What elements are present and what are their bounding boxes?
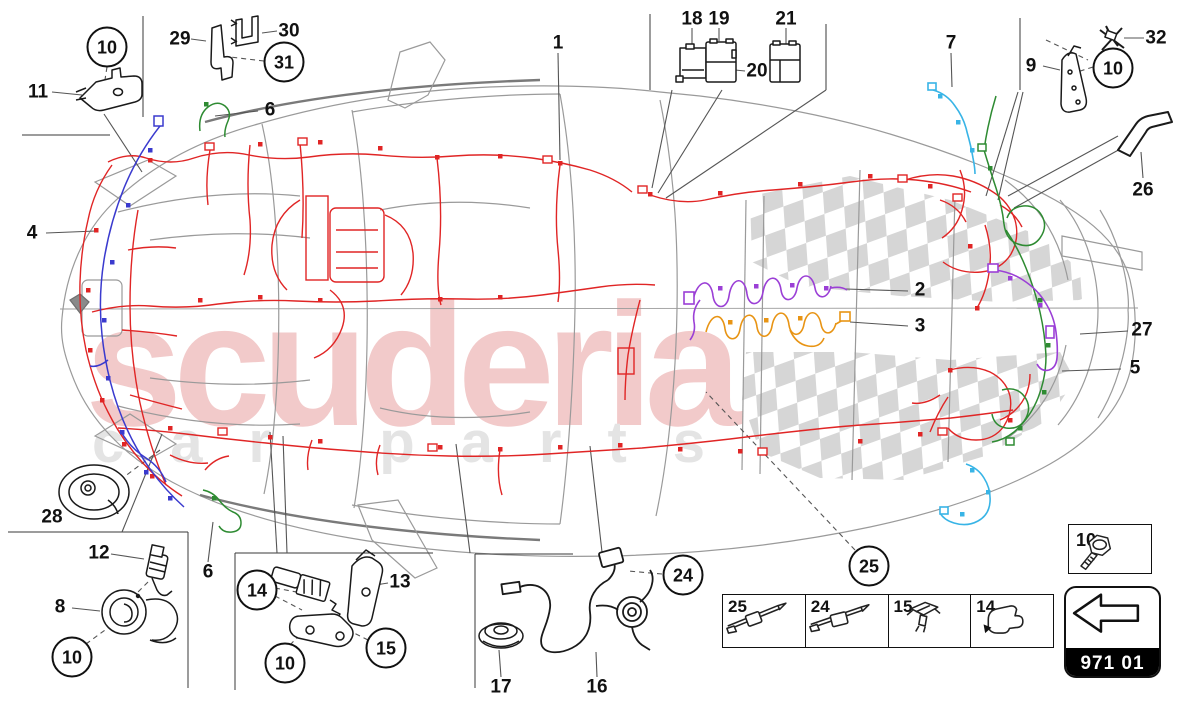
callout-6-front: 6 bbox=[264, 99, 276, 121]
callout-1: 1 bbox=[552, 32, 564, 54]
sensor-wires-cyan bbox=[927, 82, 991, 526]
watermark-title: scuderia bbox=[85, 268, 743, 463]
red-connector-blocks bbox=[204, 137, 963, 456]
callout-3: 3 bbox=[914, 315, 926, 337]
legend-label-24: 24 bbox=[810, 597, 830, 616]
callout-19: 19 bbox=[708, 8, 730, 30]
bracket-11-drawing bbox=[75, 67, 143, 112]
callout-26: 26 bbox=[1132, 179, 1154, 201]
bracket-29-drawing bbox=[210, 24, 234, 81]
callout-circle-10-b: 10 bbox=[1092, 47, 1134, 89]
callout-circle-10-a: 10 bbox=[86, 26, 128, 68]
legend-label-14: 14 bbox=[976, 597, 996, 616]
callout-2: 2 bbox=[914, 279, 926, 301]
engine-cover-checker-texture bbox=[742, 176, 1082, 480]
fastener-legend: 25 24 15 bbox=[722, 594, 1054, 648]
callout-9: 9 bbox=[1025, 55, 1037, 77]
legend-cell-14: 14 bbox=[971, 595, 1053, 647]
callout-32: 32 bbox=[1145, 27, 1167, 49]
back-arrow-icon[interactable] bbox=[1066, 588, 1159, 648]
callout-27: 27 bbox=[1131, 319, 1153, 341]
hex-bolt-icon bbox=[1080, 534, 1112, 571]
ground-wires-green bbox=[198, 95, 1051, 533]
cable-tie-clip-icon bbox=[726, 602, 787, 634]
callout-circle-24: 24 bbox=[662, 554, 704, 596]
callout-5: 5 bbox=[1129, 357, 1141, 379]
sensor-12-drawing bbox=[145, 544, 173, 597]
harness-orange bbox=[705, 311, 851, 348]
legend-label-25: 25 bbox=[728, 597, 747, 616]
switch-14-drawing bbox=[270, 566, 341, 621]
callout-17: 17 bbox=[490, 676, 512, 698]
dashed-leader-lines bbox=[85, 39, 1094, 646]
callout-29: 29 bbox=[169, 28, 191, 50]
push-rivet-clip-icon bbox=[906, 601, 941, 633]
cable-tie-clip-icon bbox=[808, 603, 870, 633]
page-nav-box[interactable]: 971 01 bbox=[1064, 586, 1161, 678]
callout-circle-10-d: 10 bbox=[264, 642, 306, 684]
bolt-reference-box: 10 bbox=[1068, 524, 1152, 574]
callout-13: 13 bbox=[389, 571, 411, 593]
plate-15-drawing bbox=[288, 613, 354, 648]
grommet-28-drawing bbox=[58, 464, 130, 520]
bracket-13-drawing bbox=[346, 549, 384, 627]
relay-19-drawing bbox=[705, 38, 737, 83]
callout-30: 30 bbox=[278, 20, 300, 42]
callout-circle-31: 31 bbox=[263, 41, 305, 83]
callout-16: 16 bbox=[586, 676, 608, 698]
callout-18: 18 bbox=[681, 8, 703, 30]
partition-lines bbox=[8, 14, 1021, 690]
callout-circle-10-c: 10 bbox=[51, 636, 93, 678]
callout-12: 12 bbox=[88, 542, 110, 564]
front-harness-blue bbox=[89, 115, 185, 508]
callout-circle-15: 15 bbox=[365, 627, 407, 669]
horn-8-drawing bbox=[101, 589, 179, 644]
page-code-badge: 971 01 bbox=[1066, 648, 1159, 676]
callout-7: 7 bbox=[945, 32, 957, 54]
legend-cell-15: 15 bbox=[889, 595, 972, 647]
part-drawings bbox=[58, 15, 1173, 654]
bracket-9-drawing bbox=[1060, 45, 1088, 113]
callout-21: 21 bbox=[775, 8, 797, 30]
legend-cell-25: 25 bbox=[723, 595, 806, 647]
main-harness-red bbox=[79, 137, 1031, 497]
wire-16-drawing bbox=[500, 546, 654, 654]
callout-28: 28 bbox=[41, 506, 63, 528]
callout-circle-14: 14 bbox=[236, 569, 278, 611]
callout-circle-25: 25 bbox=[848, 545, 890, 587]
elbow-26-drawing bbox=[1117, 111, 1173, 157]
callout-8: 8 bbox=[54, 596, 66, 618]
edge-clip-icon bbox=[983, 605, 1024, 634]
clip-32-drawing bbox=[1099, 25, 1125, 51]
grommet-17-drawing bbox=[478, 622, 524, 649]
callout-11: 11 bbox=[27, 81, 49, 103]
callout-20: 20 bbox=[746, 60, 768, 82]
callout-4: 4 bbox=[26, 222, 38, 244]
bracket-30-drawing bbox=[230, 15, 259, 47]
car-body-outline bbox=[59, 41, 1143, 579]
harness-purple bbox=[683, 263, 1059, 372]
legend-cell-24: 24 bbox=[806, 595, 889, 647]
relay-18-drawing bbox=[675, 43, 707, 83]
callout-6-rear: 6 bbox=[202, 561, 214, 583]
relay-21-drawing bbox=[769, 40, 801, 83]
red-nodes bbox=[86, 140, 1013, 479]
legend-label-15: 15 bbox=[893, 597, 913, 616]
